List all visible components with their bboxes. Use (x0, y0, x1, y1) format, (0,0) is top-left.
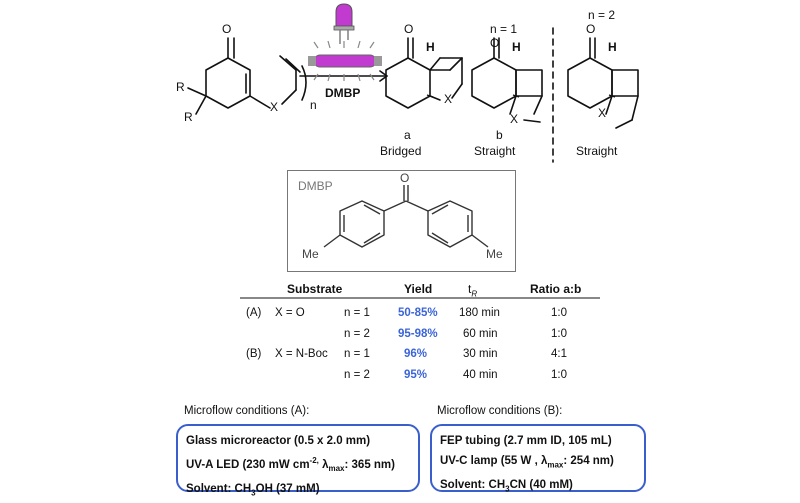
conditions-a-line2: UV-A LED (230 mW cm-2, λmax: 365 nm) (186, 456, 395, 474)
conditions-a-line3: Solvent: CH3OH (37 mM) (186, 483, 320, 498)
product-n2-x: X (598, 106, 607, 120)
dmbp-structure (323, 185, 489, 248)
n-subscript: n (310, 98, 317, 112)
header-ratio: Ratio a:b (530, 282, 582, 296)
lamp-tube-icon (308, 40, 382, 82)
conditions-b-title: Microflow conditions (B): (437, 405, 563, 417)
product-a-letter: a (404, 128, 411, 142)
r1-label: R (176, 80, 185, 94)
reagent-label: DMBP (325, 86, 361, 100)
product-a-structure (385, 37, 463, 109)
product-a-type: Bridged (380, 144, 422, 158)
product-a-oxygen: O (404, 22, 414, 36)
r2-label: R (184, 110, 193, 124)
product-n2-hydrogen: H (608, 40, 617, 54)
dmbp-oxygen: O (400, 171, 410, 185)
product-a-x: X (444, 92, 453, 106)
oxygen-label: O (222, 22, 232, 36)
conditions-b-line1: FEP tubing (2.7 mm ID, 105 mL) (440, 435, 612, 447)
product-b-letter: b (496, 128, 503, 142)
conditions-a-title: Microflow conditions (A): (184, 405, 310, 417)
header-substrate: Substrate (287, 282, 343, 296)
header-tr: tR (468, 282, 478, 299)
product-b-oxygen: O (490, 36, 500, 50)
product-a-hydrogen: H (426, 40, 435, 54)
product-b-structure (471, 37, 543, 123)
conditions-b-line3: Solvent: CH3CN (40 mM) (440, 479, 573, 494)
product-b-x: X (510, 112, 519, 126)
product-b-type: Straight (474, 144, 516, 158)
product-n2-structure (567, 37, 639, 129)
conditions-a-line1: Glass microreactor (0.5 x 2.0 mm) (186, 435, 371, 447)
x-label: X (270, 100, 279, 114)
n2-label: n = 2 (588, 8, 616, 22)
dmbp-structure-box: DMBP O Me Me (287, 170, 516, 272)
starting-material-structure (187, 37, 307, 115)
n1-label: n = 1 (490, 22, 518, 36)
dmbp-label: DMBP (298, 179, 333, 193)
dmbp-me-right: Me (486, 247, 503, 261)
conditions-b-box: FEP tubing (2.7 mm ID, 105 mL) UV-C lamp… (430, 424, 646, 494)
conditions-b-line2: UV-C lamp (55 W , λmax: 254 nm) (440, 455, 614, 470)
dmbp-me-left: Me (302, 247, 319, 261)
conditions-a-box: Glass microreactor (0.5 x 2.0 mm) UV-A L… (176, 424, 420, 497)
header-yield: Yield (404, 282, 433, 296)
product-b-hydrogen: H (512, 40, 521, 54)
product-n2-type: Straight (576, 144, 618, 158)
led-icon (333, 3, 355, 44)
product-n2-oxygen: O (586, 22, 596, 36)
